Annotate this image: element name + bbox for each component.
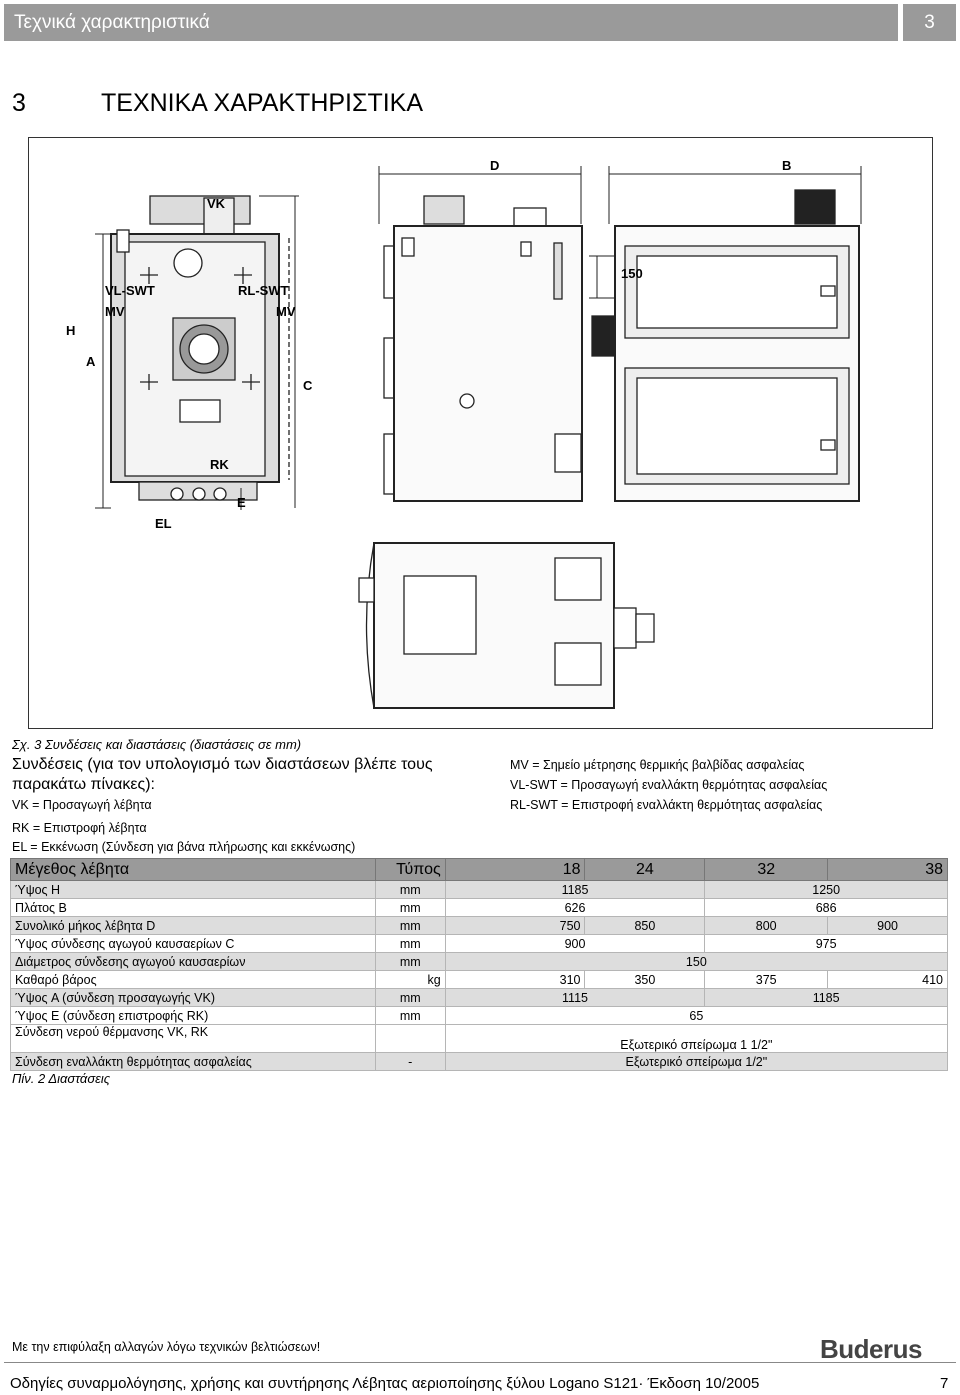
row-unit: mm: [374, 898, 446, 917]
table-row: Σύνδεση νερού θέρμανσης VK, RK Εξωτερικό…: [10, 1024, 949, 1053]
row-unit: kg: [374, 970, 446, 989]
row-value: 375: [704, 970, 829, 989]
header-size-18: 18: [444, 858, 586, 881]
row-value: 150: [444, 952, 949, 971]
legend-vk: VK = Προσαγωγή λέβητα: [12, 798, 152, 812]
row-label: Καθαρό βάρος: [10, 970, 376, 989]
row-unit: mm: [374, 880, 446, 899]
front-view: [95, 195, 299, 510]
row-unit: mm: [374, 1006, 446, 1025]
row-unit: -: [374, 1052, 446, 1071]
header-size-32: 32: [704, 858, 829, 881]
header-title: Τεχνικά χαρακτηριστικά: [14, 12, 210, 33]
row-value: 1185: [704, 988, 948, 1007]
table-row: Συνολικό μήκος λέβητα D mm 750 850 800 9…: [10, 916, 948, 935]
header-size-38: 38: [827, 858, 948, 881]
header-size-24: 24: [584, 858, 706, 881]
label-a: A: [86, 354, 96, 369]
row-value: 975: [704, 934, 948, 953]
row-value: 850: [584, 916, 706, 935]
legend-mv: MV = Σημείο μέτρησης θερμικής βαλβίδας α…: [510, 758, 805, 772]
table-row: Ύψος E (σύνδεση επιστροφής RK) mm 65: [10, 1006, 949, 1025]
dimensions-table: Μέγεθος λέβητα Τύπος 18 24 32 38 Ύψος H …: [10, 858, 949, 1071]
row-label: Ύψος A (σύνδεση προσαγωγής VK): [10, 988, 376, 1007]
row-value: 350: [584, 970, 706, 989]
footer-text: Οδηγίες συναρμολόγησης, χρήσης και συντή…: [10, 1375, 760, 1392]
row-label: Σύνδεση νερού θέρμανσης VK, RK: [10, 1024, 376, 1053]
row-label: Ύψος H: [10, 880, 376, 899]
label-b: B: [782, 158, 791, 173]
header-type: Τύπος: [374, 858, 446, 881]
row-value: 900: [827, 916, 948, 935]
header-bar: Τεχνικά χαρακτηριστικά: [4, 4, 898, 41]
table-row: Πλάτος B mm 626 686: [10, 898, 948, 917]
row-label: Συνολικό μήκος λέβητα D: [10, 916, 376, 935]
legend-el: EL = Εκκένωση (Σύνδεση για βάνα πλήρωσης…: [12, 840, 356, 854]
side-view: [378, 166, 633, 502]
row-label: Ύψος E (σύνδεση επιστροφής RK): [10, 1006, 376, 1025]
row-value: 686: [704, 898, 948, 917]
row-value: 65: [444, 1006, 949, 1025]
section-title: ΤΕΧΝΙΚΑ ΧΑΡΑΚΤΗΡΙΣΤΙΚΑ: [101, 89, 424, 117]
label-el: EL: [155, 516, 172, 531]
label-vl-swt: VL-SWT: [105, 283, 155, 298]
row-unit: [374, 1024, 446, 1053]
figure-caption: Σχ. 3 Συνδέσεις και διαστάσεις (διαστάσε…: [12, 737, 302, 752]
legend-rl-swt: RL-SWT = Επιστροφή εναλλάκτη θερμότητας …: [510, 798, 823, 812]
label-e: E: [237, 495, 246, 510]
footnote: Με την επιφύλαξη αλλαγών λόγω τεχνικών β…: [12, 1340, 321, 1354]
chapter-number: 3: [903, 4, 956, 41]
row-value: 410: [827, 970, 948, 989]
row-value: 626: [444, 898, 706, 917]
row-unit: mm: [374, 934, 446, 953]
row-unit: mm: [374, 916, 446, 935]
table-header-row: Μέγεθος λέβητα Τύπος 18 24 32 38: [10, 858, 948, 881]
row-value: 1185: [444, 880, 706, 899]
label-d: D: [490, 158, 499, 173]
legend-rk: RK = Επιστροφή λέβητα: [12, 821, 147, 835]
header-size: Μέγεθος λέβητα: [10, 858, 376, 881]
technical-drawing: VK VL-SWT RL-SWT MV MV H A C RK E EL D B…: [28, 137, 933, 729]
label-mv-right: MV: [276, 304, 296, 319]
boiler-drawing-svg: VK VL-SWT RL-SWT MV MV H A C RK E EL D B…: [66, 158, 862, 709]
section-number: 3: [12, 89, 26, 117]
table-row: Σύνδεση εναλλάκτη θερμότητας ασφαλείας -…: [10, 1052, 949, 1071]
page-number: 7: [940, 1375, 949, 1392]
table-row: Καθαρό βάρος kg 310 350 375 410: [10, 970, 948, 989]
row-value: 1115: [444, 988, 706, 1007]
row-label: Πλάτος B: [10, 898, 376, 917]
legend-vl-swt: VL-SWT = Προσαγωγή εναλλάκτη θερμότητας …: [510, 778, 828, 792]
connections-intro: Συνδέσεις (για τον υπολογισμό των διαστά…: [12, 756, 433, 793]
row-label: Σύνδεση εναλλάκτη θερμότητας ασφαλείας: [10, 1052, 376, 1071]
label-vk: VK: [207, 196, 226, 211]
row-unit: mm: [374, 988, 446, 1007]
label-rk: RK: [210, 457, 229, 472]
row-label: Διάμετρος σύνδεσης αγωγού καυσαερίων: [10, 952, 376, 971]
rear-view: [608, 166, 862, 502]
row-value: Εξωτερικό σπείρωμα 1 1/2": [444, 1024, 949, 1053]
row-value: 1250: [704, 880, 948, 899]
row-value: 310: [444, 970, 586, 989]
label-rl-swt: RL-SWT: [238, 283, 289, 298]
label-150: 150: [621, 266, 643, 281]
row-value: 750: [444, 916, 586, 935]
label-mv-left: MV: [105, 304, 125, 319]
row-value: 800: [704, 916, 829, 935]
row-value: Εξωτερικό σπείρωμα 1/2": [444, 1052, 949, 1071]
row-value: 900: [444, 934, 706, 953]
table-row: Ύψος A (σύνδεση προσαγωγής VK) mm 1115 1…: [10, 988, 948, 1007]
brand-logo: Buderus: [820, 1334, 922, 1364]
table-row: Ύψος H mm 1185 1250: [10, 880, 948, 899]
top-view: [358, 542, 655, 709]
row-label: Ύψος σύνδεσης αγωγού καυσαερίων C: [10, 934, 376, 953]
table-row: Ύψος σύνδεσης αγωγού καυσαερίων C mm 900…: [10, 934, 948, 953]
label-c: C: [303, 378, 313, 393]
table-caption: Πίν. 2 Διαστάσεις: [12, 1071, 111, 1086]
row-unit: mm: [374, 952, 446, 971]
label-h: H: [66, 323, 75, 338]
table-row: Διάμετρος σύνδεσης αγωγού καυσαερίων mm …: [10, 952, 949, 971]
footer-divider: [4, 1362, 956, 1363]
